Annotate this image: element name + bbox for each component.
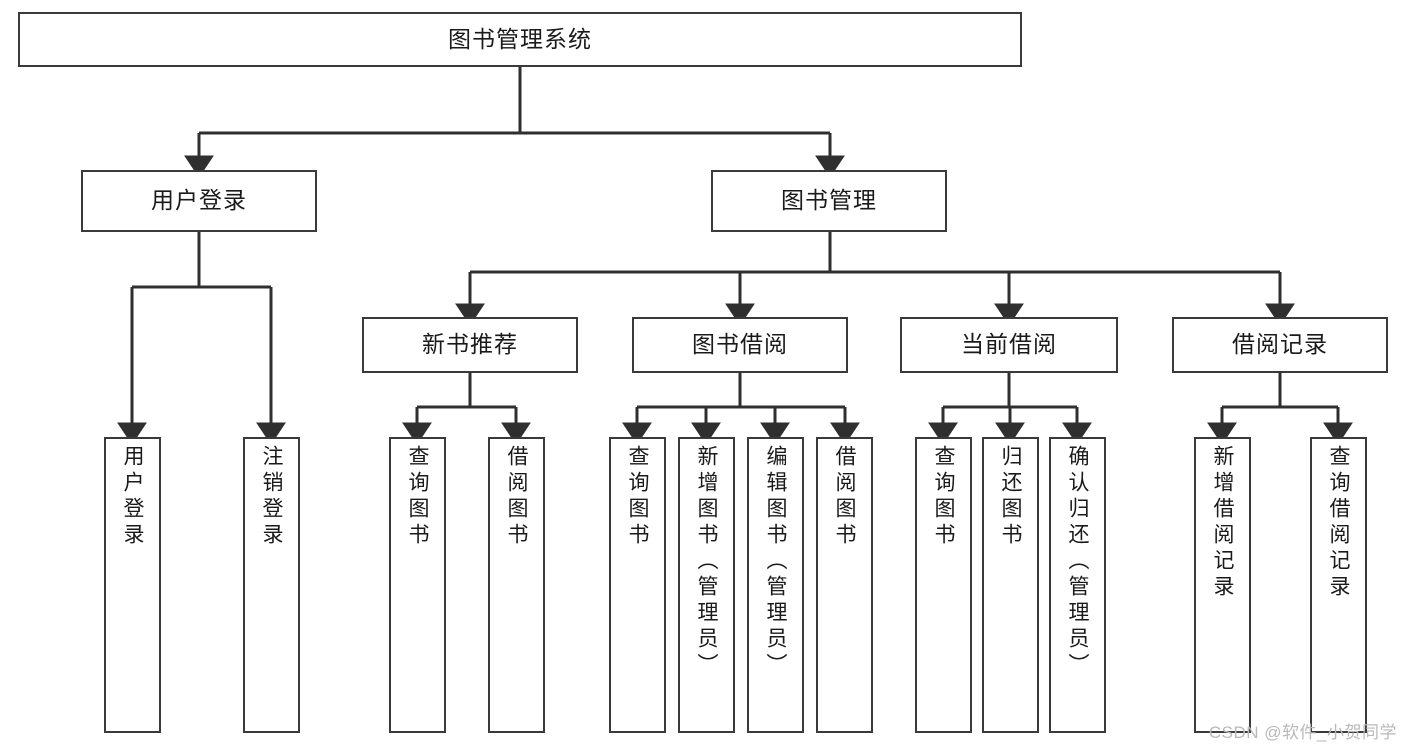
leaf-current-return-book[interactable]: 归还图书 [982, 437, 1039, 733]
leaf-current-confirm-return[interactable]: 确认归还（管理员） [1049, 437, 1106, 733]
node-label: 查询图书 [406, 445, 429, 549]
leaf-current-query-book[interactable]: 查询图书 [915, 437, 972, 733]
leaf-newbook-query-book[interactable]: 查询图书 [389, 437, 446, 733]
node-label: 图书借阅 [692, 331, 788, 358]
leaf-record-add-record[interactable]: 新增借阅记录 [1194, 437, 1251, 733]
node-label: 查询借阅记录 [1327, 445, 1350, 601]
node-label: 当前借阅 [961, 331, 1057, 358]
node-label: 借阅记录 [1232, 331, 1328, 358]
node-borrow-record[interactable]: 借阅记录 [1172, 317, 1388, 373]
leaf-borrow-borrow-book[interactable]: 借阅图书 [816, 437, 873, 733]
node-new-book-recommend[interactable]: 新书推荐 [362, 317, 578, 373]
node-label: 确认归还（管理员） [1066, 445, 1089, 679]
leaf-borrow-add-book[interactable]: 新增图书（管理员） [678, 437, 735, 733]
node-label: 借阅图书 [505, 445, 528, 549]
node-label: 编辑图书（管理员） [764, 445, 787, 679]
node-current-borrow[interactable]: 当前借阅 [900, 317, 1118, 373]
node-label: 新增图书（管理员） [695, 445, 718, 679]
node-label: 新增借阅记录 [1211, 445, 1234, 601]
leaf-newbook-borrow-book[interactable]: 借阅图书 [488, 437, 545, 733]
node-root-system[interactable]: 图书管理系统 [18, 12, 1022, 67]
leaf-record-query-record[interactable]: 查询借阅记录 [1310, 437, 1367, 733]
node-book-borrow[interactable]: 图书借阅 [632, 317, 848, 373]
node-user-login[interactable]: 用户登录 [81, 170, 317, 232]
node-label: 归还图书 [999, 445, 1022, 549]
node-label: 注销登录 [260, 445, 283, 549]
node-label: 查询图书 [626, 445, 649, 549]
leaf-user-login[interactable]: 用户登录 [104, 437, 161, 733]
node-label: 图书管理系统 [448, 25, 592, 52]
node-label: 用户登录 [121, 445, 144, 549]
node-label: 用户登录 [151, 187, 247, 214]
node-label: 借阅图书 [833, 445, 856, 549]
leaf-user-logout[interactable]: 注销登录 [243, 437, 300, 733]
leaf-borrow-edit-book[interactable]: 编辑图书（管理员） [747, 437, 804, 733]
node-label: 图书管理 [781, 187, 877, 214]
node-book-management[interactable]: 图书管理 [711, 170, 947, 232]
leaf-borrow-query-book[interactable]: 查询图书 [609, 437, 666, 733]
node-label: 新书推荐 [422, 331, 518, 358]
node-label: 查询图书 [932, 445, 955, 549]
